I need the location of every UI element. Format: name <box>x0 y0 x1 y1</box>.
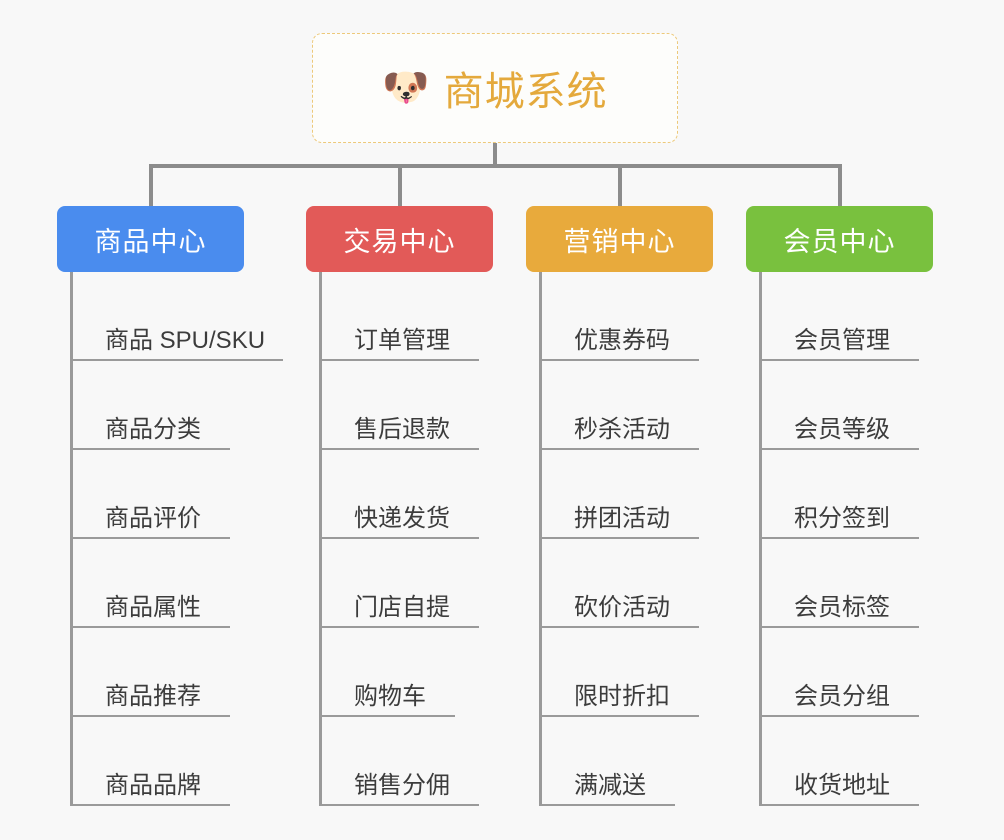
leaf-list-trade-center: 订单管理售后退款快递发货门店自提购物车销售分佣 <box>319 272 493 806</box>
leaf-item-underline <box>322 359 479 361</box>
leaf-item-underline <box>322 804 479 806</box>
leaf-item-underline <box>322 715 455 717</box>
leaf-item-underline <box>542 537 699 539</box>
leaf-item[interactable]: 购物车 <box>322 628 493 717</box>
leaf-item-label: 砍价活动 <box>574 593 670 621</box>
leaf-item[interactable]: 商品评价 <box>73 450 244 539</box>
connector-root-stem <box>493 143 497 167</box>
leaf-item-underline <box>542 359 699 361</box>
leaf-item[interactable]: 门店自提 <box>322 539 493 628</box>
leaf-item[interactable]: 商品推荐 <box>73 628 244 717</box>
leaf-item-underline <box>73 715 230 717</box>
leaf-item-underline <box>762 715 919 717</box>
leaf-item-underline <box>73 448 230 450</box>
leaf-item[interactable]: 商品分类 <box>73 361 244 450</box>
leaf-item[interactable]: 商品属性 <box>73 539 244 628</box>
leaf-list-member-center: 会员管理会员等级积分签到会员标签会员分组收货地址 <box>759 272 933 806</box>
leaf-item-label: 收货地址 <box>794 771 890 799</box>
leaf-item-label: 满减送 <box>574 771 646 799</box>
leaf-item-label: 订单管理 <box>354 326 450 354</box>
leaf-item[interactable]: 满减送 <box>542 717 713 806</box>
leaf-item-label: 会员分组 <box>794 682 890 710</box>
leaf-item[interactable]: 会员管理 <box>762 272 933 361</box>
column-member-center: 会员中心会员管理会员等级积分签到会员标签会员分组收货地址 <box>746 206 933 806</box>
category-header-product-center[interactable]: 商品中心 <box>57 206 244 272</box>
leaf-item[interactable]: 积分签到 <box>762 450 933 539</box>
leaf-item-label: 商品 SPU/SKU <box>105 326 266 354</box>
leaf-item-label: 限时折扣 <box>574 682 670 710</box>
leaf-item-underline <box>73 626 230 628</box>
leaf-item-label: 商品属性 <box>105 593 201 621</box>
leaf-item-label: 会员等级 <box>794 415 890 443</box>
leaf-item-underline <box>762 626 919 628</box>
leaf-item-label: 拼团活动 <box>574 504 670 532</box>
leaf-item-underline <box>322 626 479 628</box>
leaf-item-label: 秒杀活动 <box>574 415 670 443</box>
leaf-list-product-center: 商品 SPU/SKU 商品分类商品评价商品属性商品推荐商品品牌 <box>70 272 283 806</box>
leaf-item[interactable]: 订单管理 <box>322 272 493 361</box>
leaf-item-underline <box>73 537 230 539</box>
root-node-title: 商城系统 <box>443 70 608 114</box>
category-header-label: 交易中心 <box>343 226 456 257</box>
leaf-item[interactable]: 收货地址 <box>762 717 933 806</box>
leaf-item[interactable]: 秒杀活动 <box>542 361 713 450</box>
column-marketing-center: 营销中心优惠券码秒杀活动拼团活动砍价活动限时折扣满减送 <box>526 206 713 806</box>
leaf-item-underline <box>762 804 919 806</box>
category-header-marketing-center[interactable]: 营销中心 <box>526 206 713 272</box>
leaf-item-underline <box>73 804 230 806</box>
leaf-item-underline <box>322 537 479 539</box>
leaf-item-label: 销售分佣 <box>354 771 450 799</box>
leaf-item-label: 售后退款 <box>354 415 450 443</box>
leaf-item[interactable]: 商品 SPU/SKU <box>73 272 283 361</box>
leaf-item-underline <box>542 715 699 717</box>
connector-drop-product-center <box>149 164 153 208</box>
connector-horizontal-bus <box>149 164 842 168</box>
leaf-item[interactable]: 砍价活动 <box>542 539 713 628</box>
leaf-item-underline <box>542 626 699 628</box>
leaf-item-underline <box>762 359 919 361</box>
dog-face-icon: 🐶 <box>382 67 430 109</box>
leaf-item-label: 购物车 <box>354 682 426 710</box>
leaf-item[interactable]: 拼团活动 <box>542 450 713 539</box>
leaf-item[interactable]: 销售分佣 <box>322 717 493 806</box>
leaf-item-label: 会员标签 <box>794 593 890 621</box>
category-header-label: 会员中心 <box>783 226 896 257</box>
category-header-label: 营销中心 <box>563 226 676 257</box>
root-node-shop-system[interactable]: 🐶 商城系统 <box>312 33 678 143</box>
leaf-item-underline <box>322 448 479 450</box>
leaf-item[interactable]: 限时折扣 <box>542 628 713 717</box>
leaf-item[interactable]: 会员分组 <box>762 628 933 717</box>
leaf-item[interactable]: 商品品牌 <box>73 717 244 806</box>
leaf-item-underline <box>73 359 283 361</box>
category-header-trade-center[interactable]: 交易中心 <box>306 206 493 272</box>
leaf-item[interactable]: 快递发货 <box>322 450 493 539</box>
connector-drop-trade-center <box>398 164 402 208</box>
leaf-item-underline <box>542 448 699 450</box>
connector-drop-member-center <box>838 164 842 208</box>
leaf-item[interactable]: 会员标签 <box>762 539 933 628</box>
leaf-item-label: 商品品牌 <box>105 771 201 799</box>
leaf-item[interactable]: 会员等级 <box>762 361 933 450</box>
leaf-item[interactable]: 售后退款 <box>322 361 493 450</box>
leaf-item-label: 商品推荐 <box>105 682 201 710</box>
leaf-list-marketing-center: 优惠券码秒杀活动拼团活动砍价活动限时折扣满减送 <box>539 272 713 806</box>
column-trade-center: 交易中心订单管理售后退款快递发货门店自提购物车销售分佣 <box>306 206 493 806</box>
leaf-item-underline <box>542 804 675 806</box>
leaf-item-label: 优惠券码 <box>574 326 670 354</box>
leaf-item-label: 积分签到 <box>794 504 890 532</box>
leaf-item-underline <box>762 537 919 539</box>
leaf-item-label: 商品分类 <box>105 415 201 443</box>
connector-drop-marketing-center <box>618 164 622 208</box>
leaf-item[interactable]: 优惠券码 <box>542 272 713 361</box>
leaf-item-label: 会员管理 <box>794 326 890 354</box>
leaf-item-label: 门店自提 <box>354 593 450 621</box>
column-product-center: 商品中心商品 SPU/SKU 商品分类商品评价商品属性商品推荐商品品牌 <box>57 206 283 806</box>
category-header-member-center[interactable]: 会员中心 <box>746 206 933 272</box>
leaf-item-label: 商品评价 <box>105 504 201 532</box>
leaf-item-label: 快递发货 <box>354 504 450 532</box>
category-header-label: 商品中心 <box>94 226 207 257</box>
leaf-item-underline <box>762 448 919 450</box>
